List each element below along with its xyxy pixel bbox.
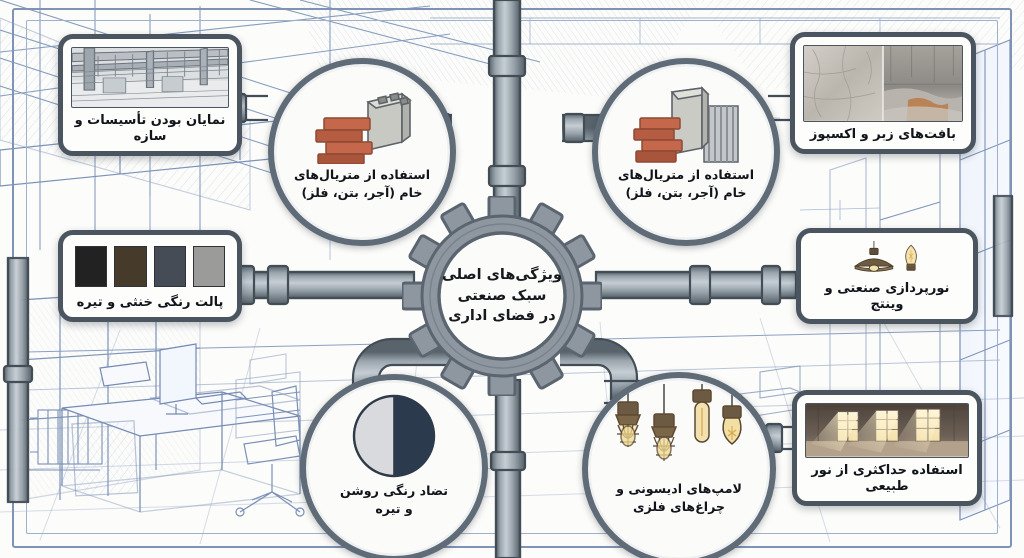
industrial-ceiling-beams-photo (71, 47, 229, 108)
label-line1: لامپ‌های ادیسونی و (616, 481, 742, 496)
swatch-4 (75, 246, 108, 287)
brick-concrete-corrugated-metal-icon (628, 78, 744, 164)
gear-icon (402, 196, 602, 396)
card-rough-textures-label: بافت‌های زبر و اکسپوز (809, 126, 957, 142)
card-color-palette[interactable]: پالت رنگی خنثی و تیره (58, 230, 242, 322)
half-light-dark-circle-icon (350, 394, 438, 480)
card-natural-light-label: استفاده حداکثری از نور طبیعی (811, 462, 963, 494)
node-color-contrast[interactable]: تضاد رنگی روشن و تیره (300, 374, 488, 558)
brick-and-concrete-block-icon (306, 78, 418, 164)
label-line2: خام (آجر، بتن، فلز) (301, 184, 423, 200)
card-industrial-lighting-label: نورپردازی صنعتی و وینتج (824, 280, 950, 312)
card-natural-light[interactable]: استفاده حداکثری از نور طبیعی (792, 390, 982, 506)
card-rough-textures[interactable]: بافت‌های زبر و اکسپوز (790, 32, 976, 154)
node-materials-right[interactable]: استفاده از متریال‌های خام (آجر، بتن، فلز… (592, 58, 780, 246)
label-line1: تضاد رنگی روشن (340, 483, 448, 498)
gear-label-line3: در فضای اداری (448, 308, 556, 325)
label-line2: چراغ‌های فلزی (633, 498, 725, 514)
gear-center-label: ویژگی‌های اصلی سبک صنعتی در فضای اداری (436, 248, 568, 344)
label-line1: استفاده از متریال‌های (617, 167, 755, 182)
node-materials-left-label: استفاده از متریال‌های خام (آجر، بتن، فلز… (282, 166, 442, 201)
color-swatches (72, 243, 228, 290)
card-industrial-lighting[interactable]: نورپردازی صنعتی و وینتج (796, 228, 978, 324)
swatch-1 (192, 246, 225, 287)
hanging-edison-bulbs-icon (604, 384, 754, 478)
node-edison-lamps-label: لامپ‌های ادیسونی و چراغ‌های فلزی (604, 480, 754, 515)
gear-label-line2: سبک صنعتی (457, 287, 547, 304)
gear-label-line1: ویژگی‌های اصلی (442, 267, 562, 284)
label-line2: خام (آجر، بتن، فلز) (625, 184, 747, 200)
swatch-3 (114, 246, 147, 287)
node-materials-left[interactable]: استفاده از متریال‌های خام (آجر، بتن، فلز… (268, 58, 456, 246)
card-exposed-structure-label: نمایان بودن تأسیسات و سازه (74, 112, 226, 144)
sunlit-industrial-windows-photo (805, 403, 969, 458)
swatch-2 (153, 246, 186, 287)
node-materials-right-label: استفاده از متریال‌های خام (آجر، بتن، فلز… (606, 166, 766, 201)
center-gear-hub: ویژگی‌های اصلی سبک صنعتی در فضای اداری (402, 196, 602, 396)
raw-concrete-texture-photo (803, 45, 963, 122)
pendant-lamp-and-edison-bulb-icon (810, 241, 964, 276)
node-color-contrast-label: تضاد رنگی روشن و تیره (328, 482, 460, 517)
label-line1: استفاده از متریال‌های (293, 167, 431, 182)
card-color-palette-label: پالت رنگی خنثی و تیره (76, 294, 224, 310)
label-line2: و تیره (375, 500, 413, 516)
card-exposed-structure[interactable]: نمایان بودن تأسیسات و سازه (58, 34, 242, 156)
node-edison-lamps[interactable]: لامپ‌های ادیسونی و چراغ‌های فلزی (582, 372, 776, 558)
